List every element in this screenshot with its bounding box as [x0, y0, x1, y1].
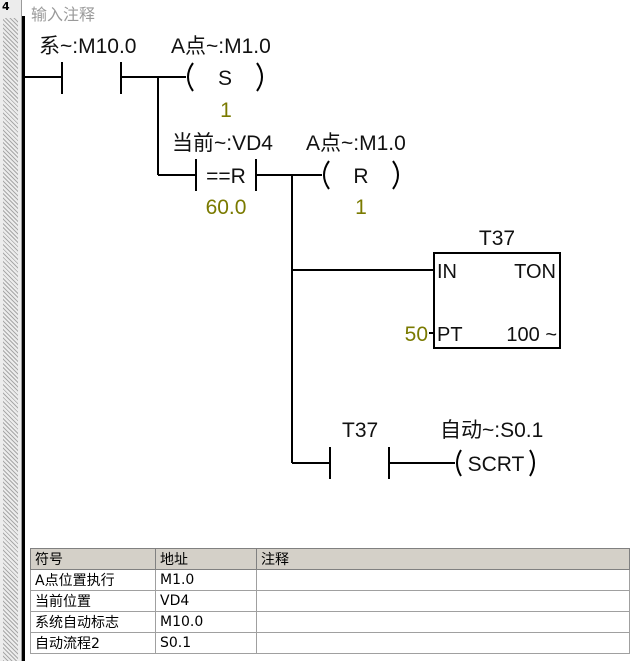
table-row[interactable]: A点位置执行 M1.0	[30, 569, 630, 591]
row-comment[interactable]	[256, 590, 630, 612]
row-comment[interactable]	[256, 569, 630, 591]
row-address[interactable]: M1.0	[155, 569, 257, 591]
contact-m10-label[interactable]: 系~:M10.0	[39, 35, 136, 58]
header-address[interactable]: 地址	[155, 548, 257, 570]
set-coil-label[interactable]: A点~:M1.0	[171, 35, 271, 58]
reset-coil-count[interactable]: 1	[355, 196, 367, 219]
timer-base: 100 ~	[506, 324, 557, 346]
table-row[interactable]: 当前位置 VD4	[30, 590, 630, 612]
set-coil-left	[187, 62, 194, 92]
reset-coil-op: R	[353, 165, 368, 188]
row-address[interactable]: S0.1	[155, 632, 257, 654]
set-coil-count[interactable]: 1	[220, 99, 232, 122]
gutter-hatch	[3, 18, 18, 661]
header-comment[interactable]: 注释	[256, 548, 630, 570]
compare-label[interactable]: 当前~:VD4	[172, 132, 273, 155]
contact-t37-label[interactable]: T37	[342, 419, 378, 442]
scrt-coil-right	[529, 449, 535, 477]
ladder-diagram: 系~:M10.0 A点~:M1.0 S 1 当前~:VD4 ==R 60.0 A…	[24, 35, 561, 479]
compare-op: ==R	[206, 165, 246, 188]
network-number: 4	[2, 0, 10, 13]
row-symbol[interactable]: A点位置执行	[30, 569, 156, 591]
row-address[interactable]: VD4	[155, 590, 257, 612]
reset-coil-right	[392, 160, 399, 190]
row-symbol[interactable]: 系统自动标志	[30, 611, 156, 633]
table-row[interactable]: 自动流程2 S0.1	[30, 632, 630, 654]
timer-box	[433, 252, 561, 349]
scrt-coil-op: SCRT	[468, 453, 525, 476]
timer-type: TON	[514, 261, 556, 283]
row-comment[interactable]	[256, 632, 630, 654]
reset-coil-left	[323, 160, 330, 190]
network-gutter: 4	[0, 0, 22, 661]
network-comment[interactable]: 输入注释	[31, 5, 96, 24]
timer-pt-value[interactable]: 50	[405, 323, 428, 346]
row-comment[interactable]	[256, 611, 630, 633]
power-rail	[22, 16, 25, 661]
reset-coil-label[interactable]: A点~:M1.0	[306, 132, 406, 155]
row-address[interactable]: M10.0	[155, 611, 257, 633]
symbol-table: 符号 地址 注释 A点位置执行 M1.0 当前位置 VD4 系统自动标志 M10…	[30, 548, 630, 654]
set-coil-right	[256, 62, 263, 92]
scrt-coil-label[interactable]: 自动~:S0.1	[440, 419, 543, 442]
scrt-coil-left	[456, 449, 462, 477]
symbol-table-header: 符号 地址 注释	[30, 548, 630, 570]
row-symbol[interactable]: 自动流程2	[30, 632, 156, 654]
header-symbol[interactable]: 符号	[30, 548, 156, 570]
set-coil-op: S	[218, 67, 232, 90]
table-row[interactable]: 系统自动标志 M10.0	[30, 611, 630, 633]
row-symbol[interactable]: 当前位置	[30, 590, 156, 612]
timer-pt-label: PT	[437, 324, 463, 346]
timer-in-label: IN	[437, 261, 457, 283]
timer-name[interactable]: T37	[479, 227, 515, 250]
compare-value[interactable]: 60.0	[206, 196, 247, 219]
